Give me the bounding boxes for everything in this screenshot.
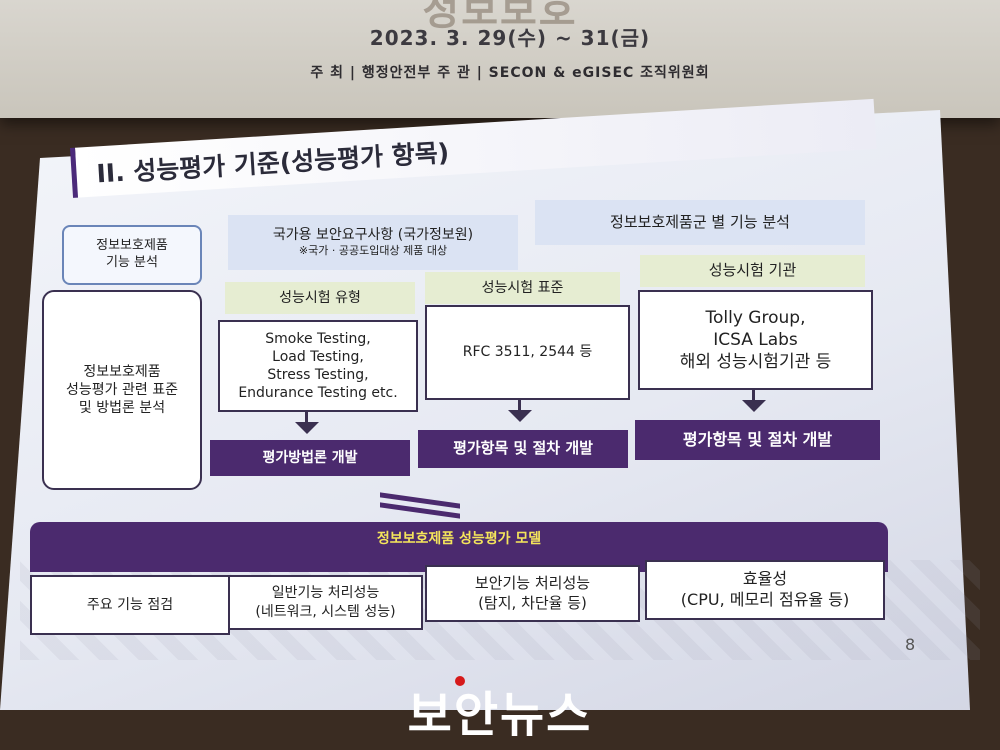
- page-number: 8: [905, 635, 916, 654]
- column-1-arrow-stem: [305, 412, 308, 424]
- column-1-result: 평가방법론 개발: [210, 440, 410, 476]
- national-requirements-note: ※국가 · 공공도입대상 제품 대상: [298, 244, 448, 258]
- column-3-header: 성능시험 기관: [640, 255, 865, 287]
- column-1-arrow-icon: [295, 422, 319, 434]
- model-item-3: 보안기능 처리성능 (탐지, 차단율 등): [425, 565, 640, 622]
- column-3-arrow-stem: [752, 390, 755, 402]
- model-item-4: 효율성 (CPU, 메모리 점유율 등): [645, 560, 885, 620]
- standards-analysis-box: 정보보호제품 성능평가 관련 표준 및 방법론 분석: [42, 290, 202, 490]
- event-host: 주 최 | 행정안전부 주 관 | SECON & eGISEC 조직위원회: [310, 65, 710, 81]
- column-2-arrow-stem: [518, 400, 521, 412]
- event-banner: 정보보호 2023. 3. 29(수) ~ 31(금) 주 최 | 행정안전부 …: [0, 0, 1000, 118]
- column-2-body: RFC 3511, 2544 등: [425, 305, 630, 400]
- column-1-header: 성능시험 유형: [225, 282, 415, 314]
- slide-title-bar: II. 성능평가 기준(성능평가 항목): [70, 98, 877, 198]
- column-3-body: Tolly Group, ICSA Labs 해외 성능시험기관 등: [638, 290, 873, 390]
- national-requirements-label: 국가용 보안요구사항 (국가정보원): [272, 227, 474, 244]
- national-requirements-box: 국가용 보안요구사항 (국가정보원) ※국가 · 공공도입대상 제품 대상: [228, 215, 518, 270]
- column-2-result: 평가항목 및 절차 개발: [418, 430, 628, 468]
- model-item-1: 주요 기능 점검: [30, 575, 230, 635]
- model-title: 정보보호제품 성능평가 모델: [376, 531, 542, 547]
- boannews-logo: 보안뉴스: [407, 687, 593, 743]
- banner-title-partial: 정보보호: [422, 0, 578, 34]
- product-group-analysis-box: 정보보호제품군 별 기능 분석: [535, 200, 865, 245]
- column-2-arrow-icon: [508, 410, 532, 422]
- column-1-body: Smoke Testing, Load Testing, Stress Test…: [218, 320, 418, 412]
- event-date: 2023. 3. 29(수) ~ 31(금): [369, 26, 651, 50]
- slide-title: II. 성능평가 기준(성능평가 항목): [95, 137, 450, 189]
- model-item-2: 일반기능 처리성능 (네트워크, 시스템 성능): [228, 575, 423, 630]
- column-2-header: 성능시험 표준: [425, 272, 620, 304]
- column-3-arrow-icon: [742, 400, 766, 412]
- logo-accent-dot: [455, 676, 465, 686]
- product-function-analysis-box: 정보보호제품 기능 분석: [62, 225, 202, 285]
- column-3-result: 평가항목 및 절차 개발: [635, 420, 880, 460]
